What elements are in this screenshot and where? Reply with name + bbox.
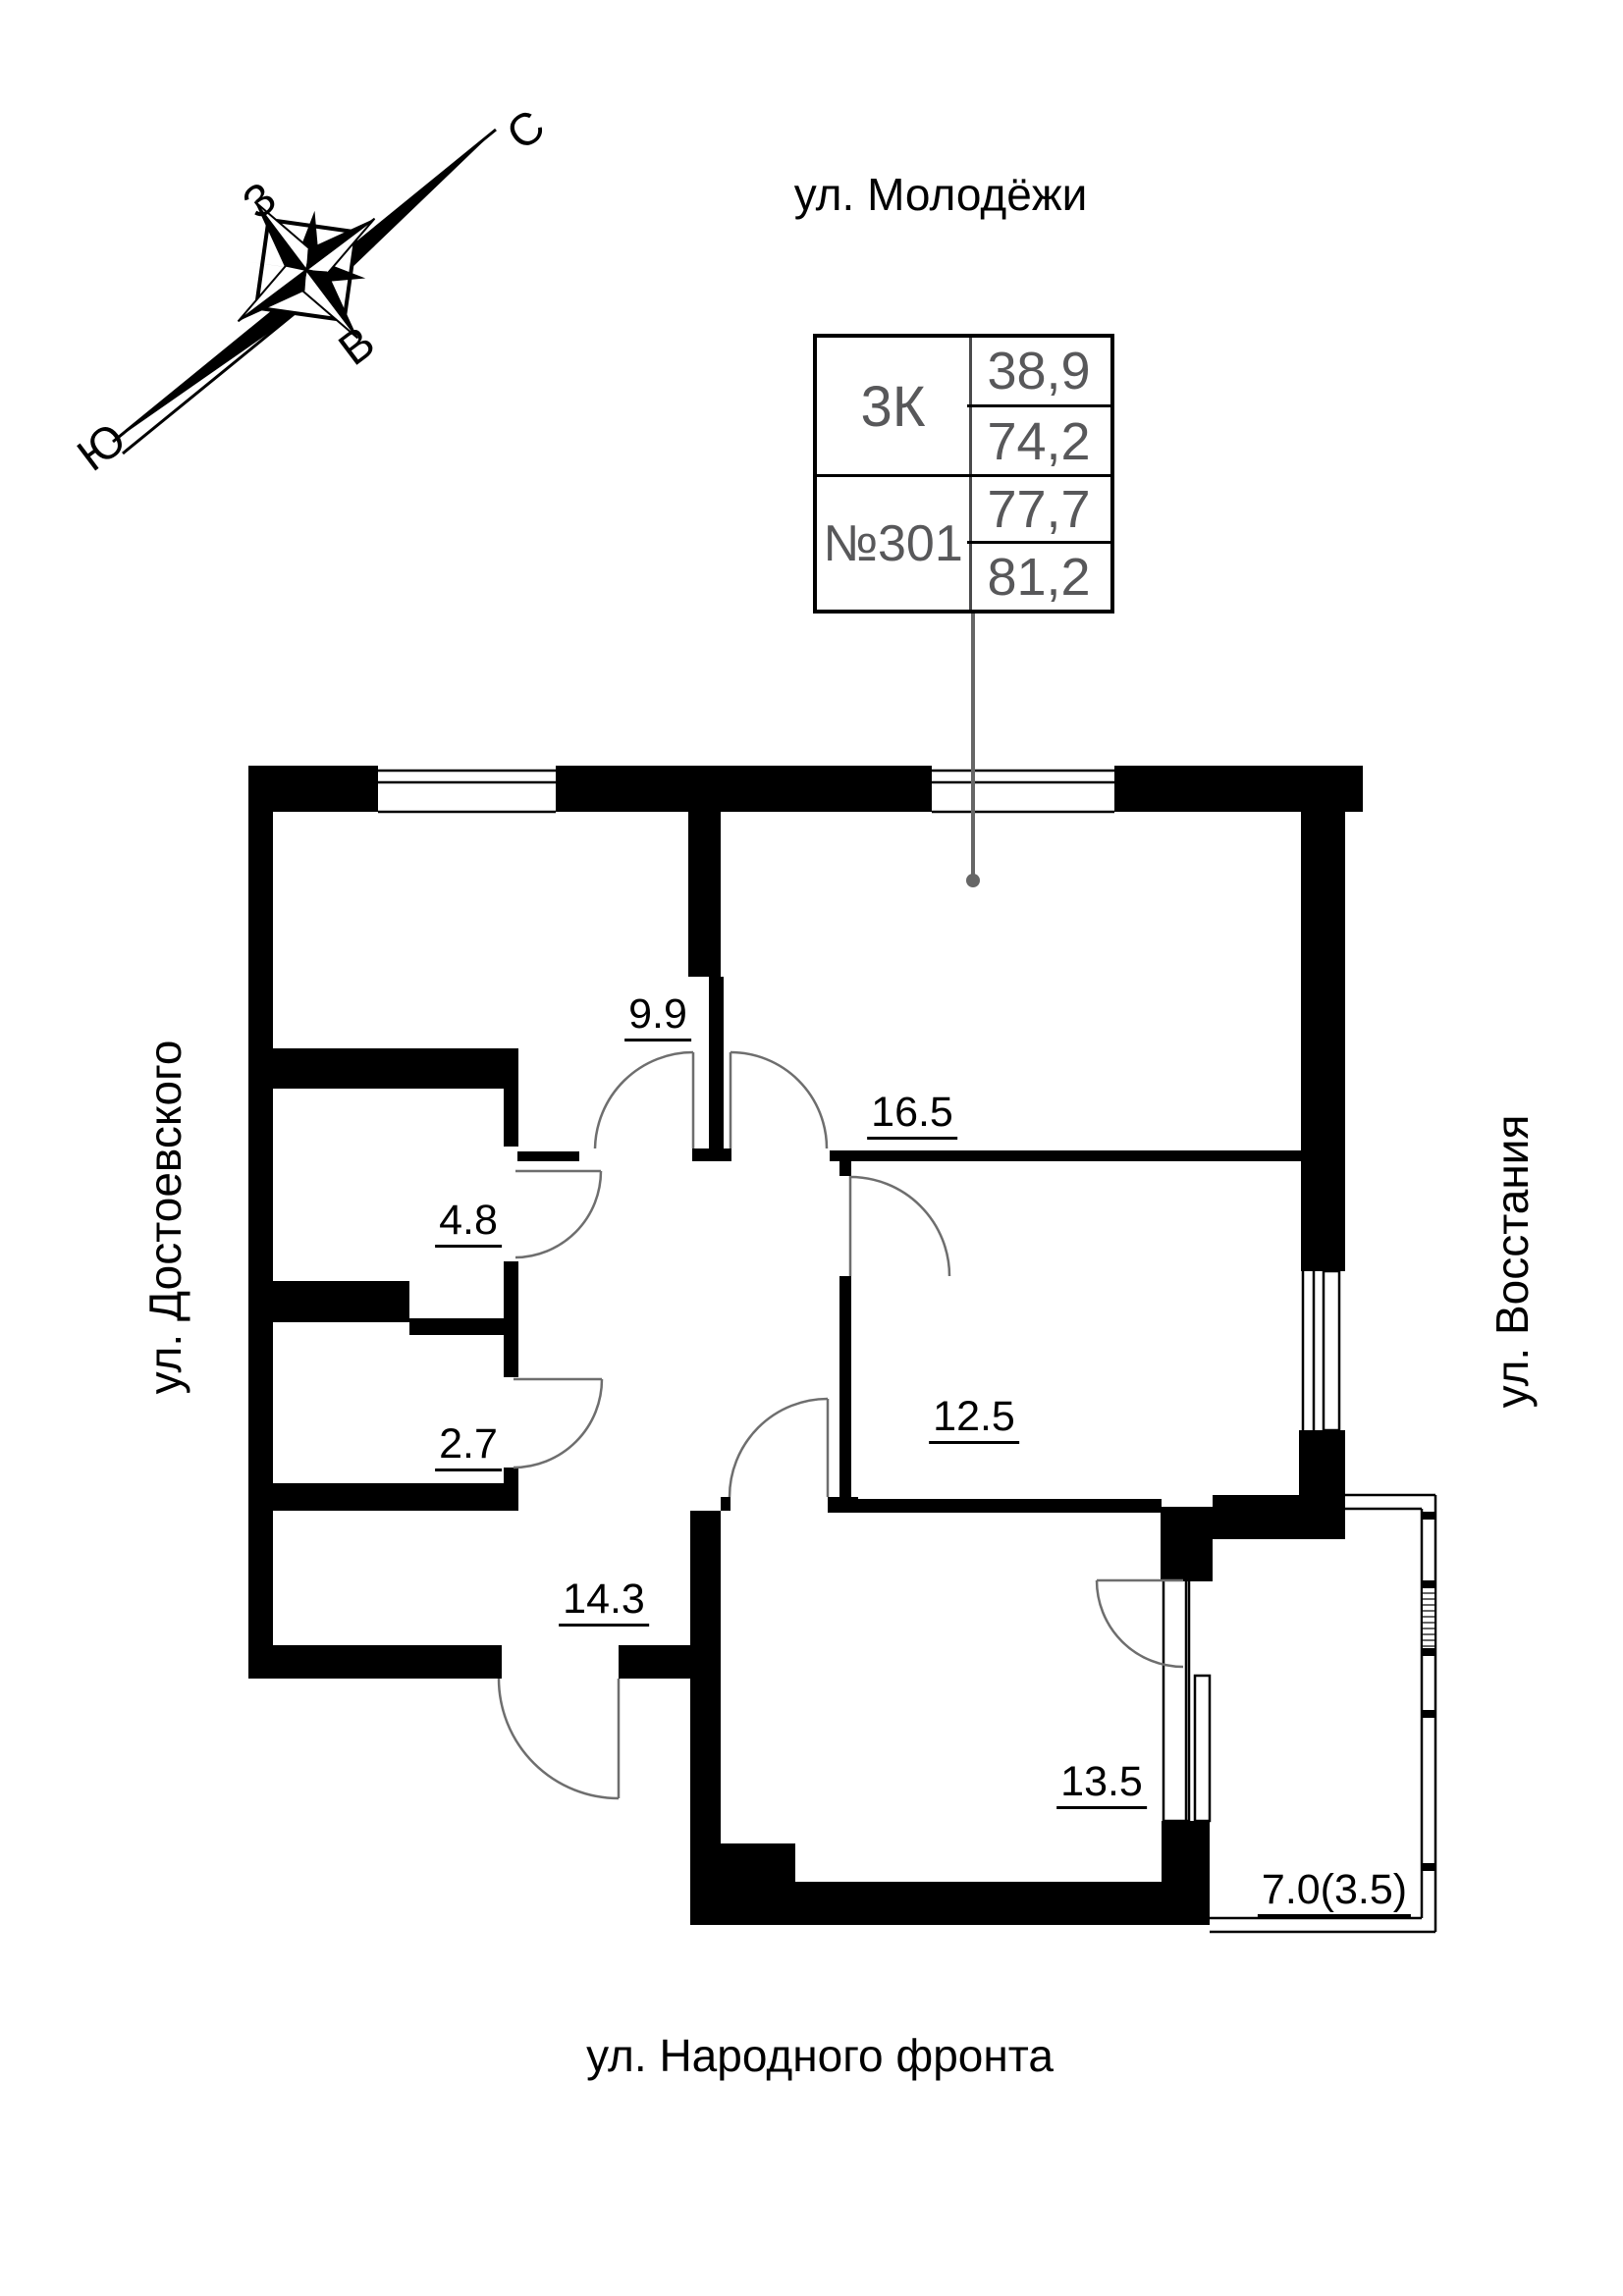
table-divider (967, 541, 1110, 544)
street-label-top: ул. Молодёжи (793, 169, 1088, 220)
street-label-right: ул. Восстания (1487, 1114, 1538, 1409)
room-area-label-9-9: 9.9 (624, 993, 691, 1041)
room-area-label-16-5: 16.5 (867, 1092, 957, 1140)
balcony-rail-ticks (1422, 1512, 1435, 1871)
unit-area-with-half-balcony: 77,7 (987, 480, 1091, 539)
room-area-label-4-8: 4.8 (435, 1200, 502, 1248)
unit-total-area: 81,2 (987, 547, 1091, 607)
compass-rose (112, 128, 497, 455)
unit-table-right-column: 38,9 74,2 77,7 81,2 (967, 338, 1110, 610)
windows (368, 769, 1341, 1439)
window-top-right (922, 769, 1123, 784)
room-area-label-2-7: 2.7 (435, 1423, 502, 1471)
street-label-bottom: ул. Народного фронта (586, 2030, 1054, 2081)
unit-type: 3К (860, 374, 926, 439)
table-row-divider (817, 473, 1110, 477)
doors (497, 1050, 1184, 1800)
walls (248, 766, 1363, 1925)
unit-info-table: 3К №301 38,9 74,2 77,7 81,2 (813, 334, 1114, 614)
window-right-wall (1301, 1262, 1316, 1439)
window-top-left (368, 769, 566, 784)
room-area-label-balcony: 7.0(3.5) (1257, 1869, 1412, 1917)
room-area-label-14-3: 14.3 (559, 1578, 649, 1627)
street-label-left: ул. Достоевского (139, 1040, 190, 1395)
room-area-label-12-5: 12.5 (929, 1396, 1019, 1444)
unit-area-without-balcony: 74,2 (987, 411, 1091, 471)
unit-leader-line (966, 614, 980, 887)
unit-living-area: 38,9 (987, 342, 1091, 400)
table-divider (967, 404, 1110, 407)
room-area-label-13-5: 13.5 (1056, 1761, 1147, 1809)
unit-number: №301 (823, 515, 963, 572)
compass-star (237, 200, 376, 340)
